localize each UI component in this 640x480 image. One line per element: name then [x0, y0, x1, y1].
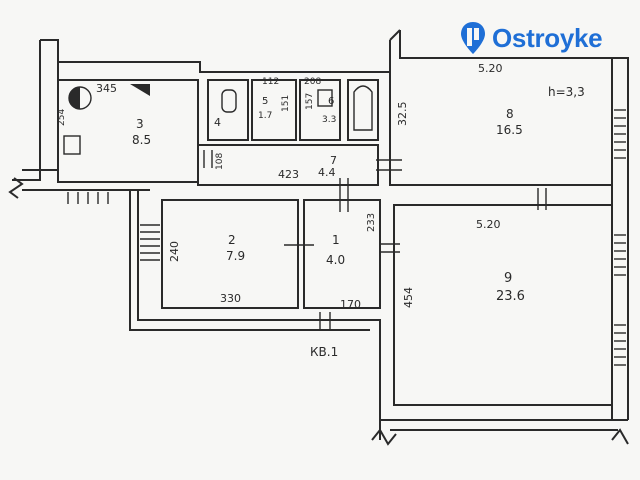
room-2-number: 2	[228, 233, 236, 247]
dim-157: 157	[305, 93, 315, 110]
bathtub	[347, 79, 379, 141]
room-7-number: 7	[330, 154, 337, 167]
room-1-area: 4.0	[326, 253, 345, 267]
room-7-outline	[197, 144, 379, 186]
brand-name: Ostroyke	[492, 22, 603, 53]
dim-108: 108	[215, 153, 225, 170]
dim-520-top: 5.20	[478, 62, 503, 75]
window-right-2	[614, 234, 626, 276]
room-5-area: 1.7	[258, 111, 272, 121]
dim-240: 240	[168, 241, 181, 262]
fridge-mark	[130, 84, 150, 96]
room-2-outline	[161, 199, 299, 309]
room-9-area: 23.6	[496, 289, 525, 304]
room-3-area: 8.5	[132, 133, 151, 147]
room-4-outline	[207, 79, 249, 141]
brand-logo: Ostroyke	[458, 16, 634, 60]
ceiling-height: h=3,3	[548, 85, 585, 99]
window-bottom-left	[67, 192, 109, 204]
map-pin-icon	[461, 22, 485, 54]
room-4-number: 4	[214, 116, 221, 129]
room-8-number: 8	[506, 107, 514, 121]
dim-112: 112	[262, 77, 279, 87]
room-1-number: 1	[332, 233, 340, 247]
wall-lower-left	[137, 190, 381, 440]
dim-454: 454	[402, 287, 415, 308]
room-7-area: 4.4	[318, 166, 336, 179]
dim-151: 151	[281, 95, 291, 112]
washbasin	[317, 89, 333, 107]
dim-325: 32.5	[396, 102, 409, 127]
dim-170: 170	[340, 298, 361, 311]
wall-top-left	[58, 40, 391, 73]
toilet	[221, 89, 237, 113]
room-6-outline	[299, 79, 341, 141]
wall-break-bottom	[371, 428, 397, 446]
room-8-area: 16.5	[496, 123, 523, 137]
dim-330: 330	[220, 292, 241, 305]
room-5-outline	[251, 79, 297, 141]
apartment-label: КВ.1	[310, 345, 338, 359]
room-2-area: 7.9	[226, 249, 245, 263]
room-1-outline	[303, 199, 381, 309]
dim-208: 208	[304, 77, 321, 87]
wall-break-left	[8, 177, 24, 199]
bathtub-inner	[353, 85, 373, 131]
dim-345: 345	[96, 82, 117, 95]
room-3-outline	[57, 79, 199, 183]
dim-423: 423	[278, 168, 299, 181]
room-6-number: 6	[328, 96, 334, 107]
dim-233: 233	[366, 213, 377, 232]
dim-520-mid: 5.20	[476, 218, 501, 231]
dim-254: 254	[57, 109, 67, 126]
door-ticks	[203, 150, 547, 330]
room-6-area: 3.3	[322, 115, 336, 125]
room-8-outline	[389, 72, 612, 186]
wall-top-right-outer	[389, 29, 629, 420]
window-right-1	[614, 109, 626, 159]
wall-lower-left-outer	[129, 190, 370, 331]
window-right-3	[614, 324, 626, 366]
sink	[63, 135, 81, 155]
room-9-number: 9	[504, 271, 512, 286]
room-5-number: 5	[262, 96, 268, 107]
room-3-number: 3	[136, 117, 144, 131]
stove-half	[69, 87, 80, 109]
window-left	[140, 224, 160, 261]
room-9-outline	[393, 204, 613, 406]
wall-outer-left	[12, 39, 59, 181]
wall-break-bottom-right	[611, 428, 629, 445]
